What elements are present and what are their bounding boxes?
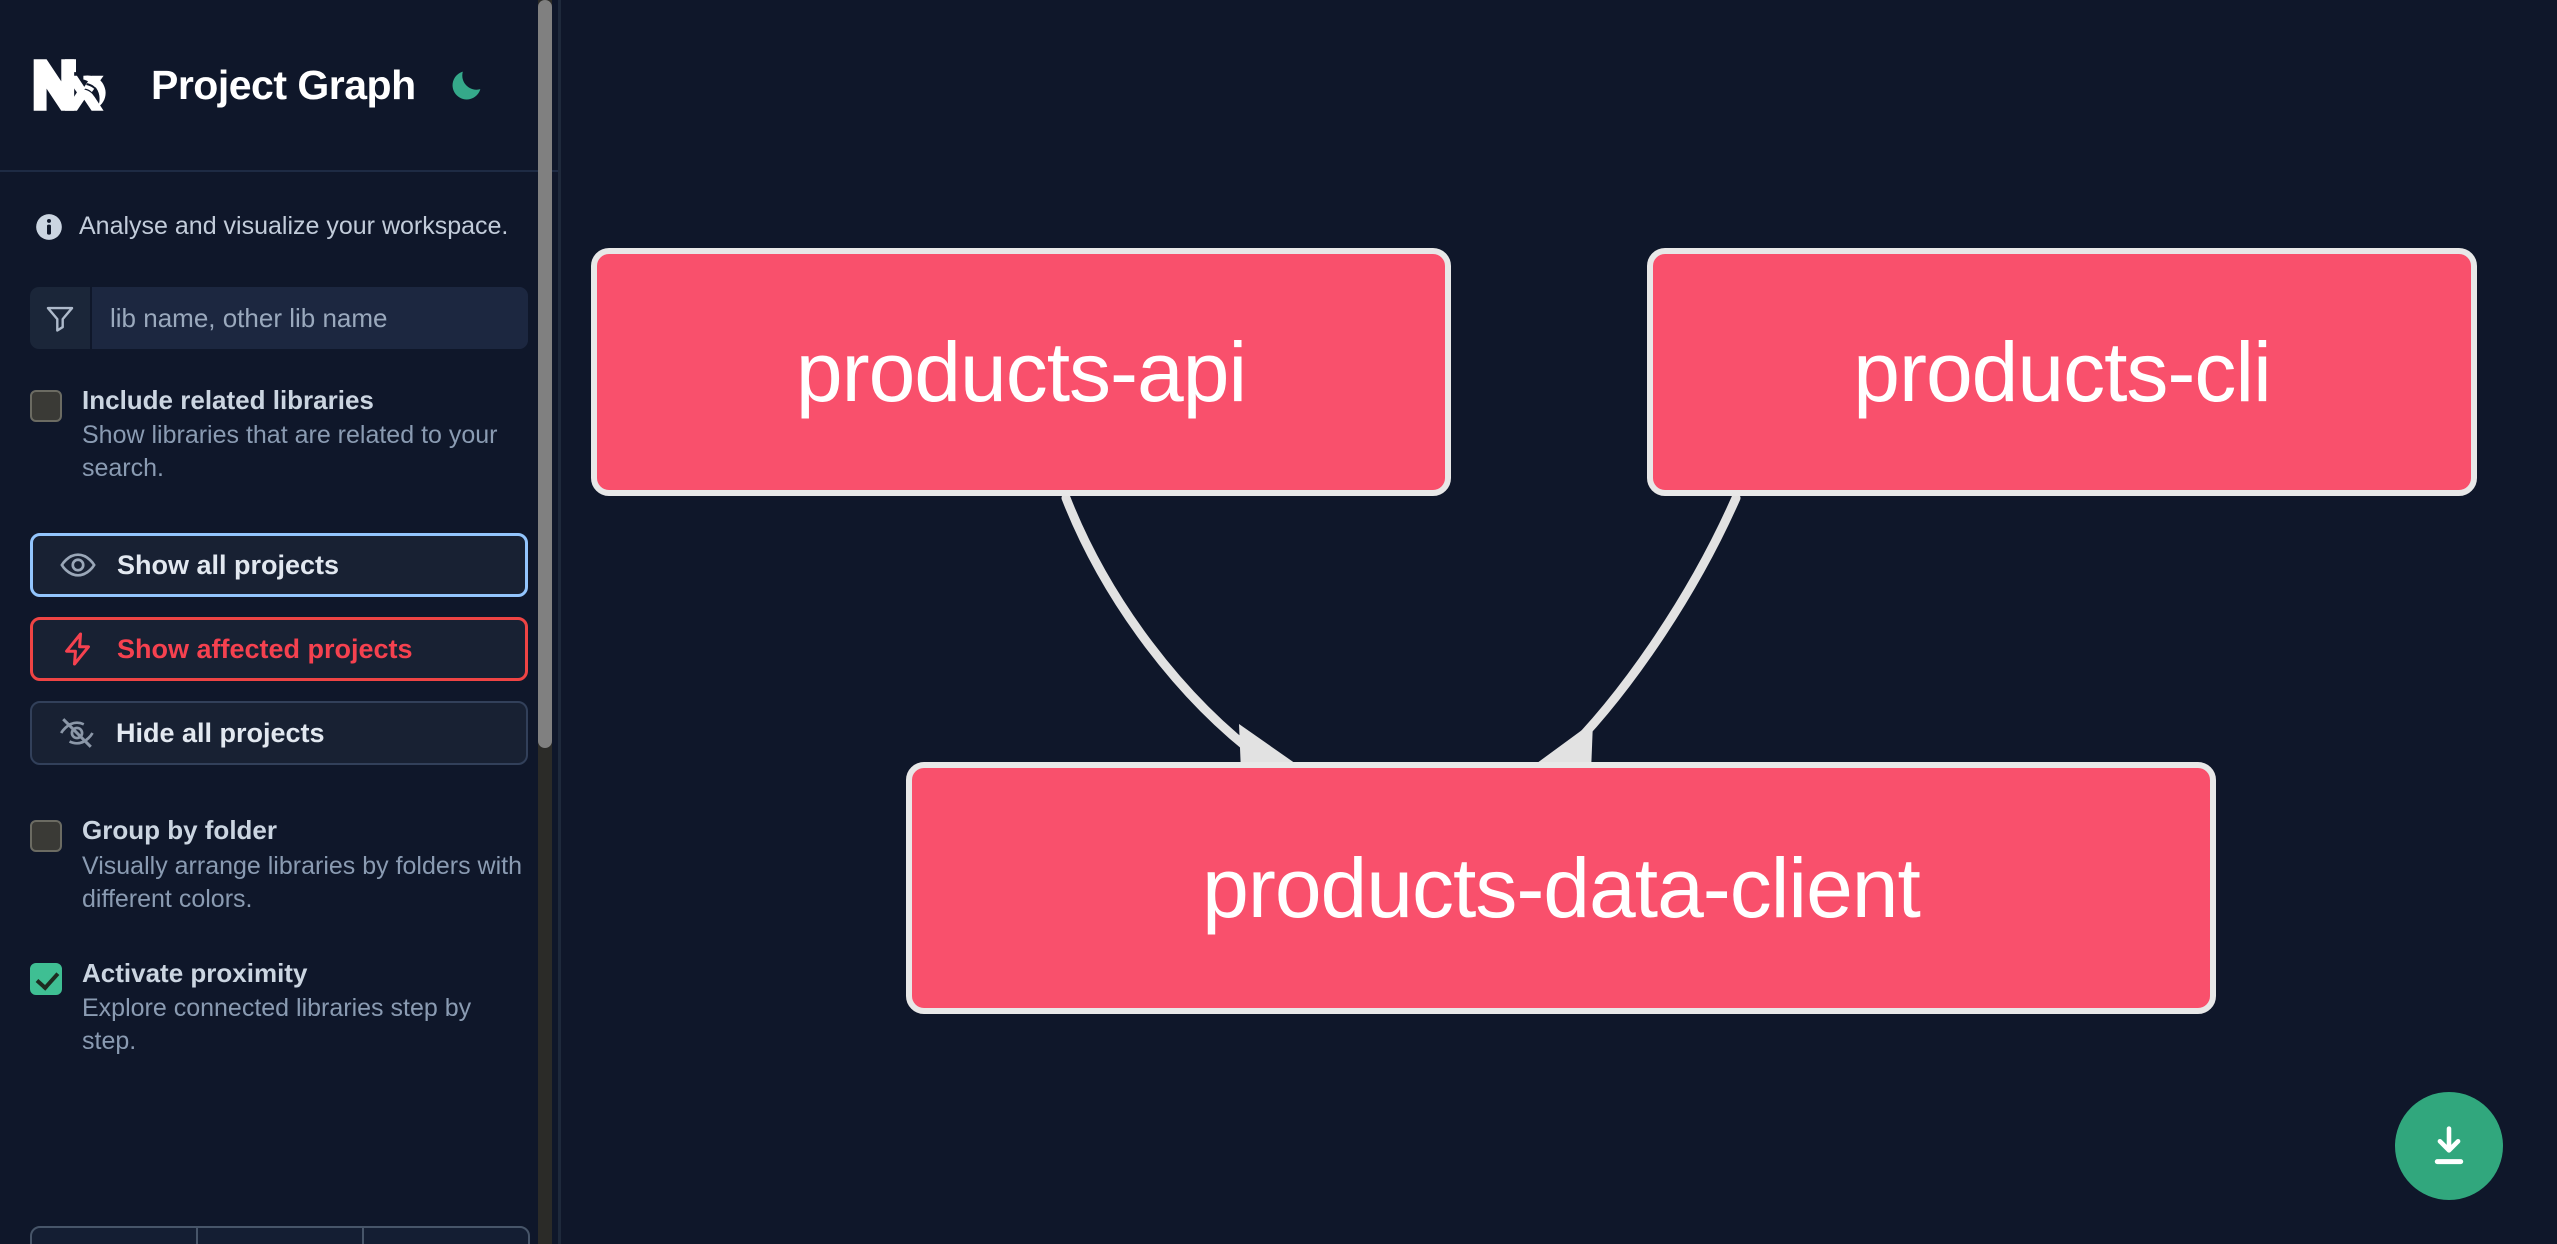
segment-option-1[interactable] <box>32 1228 198 1244</box>
show-affected-projects-label: Show affected projects <box>117 633 413 664</box>
checkbox-group-by-folder-description: Visually arrange libraries by folders wi… <box>82 851 523 913</box>
proximity-step-segmented-control[interactable] <box>30 1226 530 1244</box>
search-bar[interactable] <box>30 287 528 349</box>
edge-products-api-to-products-data-client <box>1061 493 1299 772</box>
show-affected-projects-button[interactable]: Show affected projects <box>30 617 528 682</box>
filter-funnel-icon <box>30 287 92 349</box>
graph-node-products-data-client[interactable]: products-data-client <box>906 762 2216 1014</box>
nx-logo-icon <box>33 59 106 111</box>
sidebar-header: Project Graph <box>0 0 558 172</box>
graph-node-products-api[interactable]: products-api <box>591 248 1451 496</box>
sidebar-body: Analyse and visualize your workspace. In… <box>0 172 558 1058</box>
checkbox-include-related-libraries-description: Show libraries that are related to your … <box>82 421 498 483</box>
checkbox-activate-proximity-box[interactable] <box>30 962 62 995</box>
edge-products-cli-to-products-data-client <box>1533 493 1741 772</box>
moon-icon[interactable] <box>446 64 488 106</box>
workspace-tagline: Analyse and visualize your workspace. <box>30 172 528 241</box>
sidebar: Project Graph Analyse and visualize your… <box>0 0 561 1244</box>
checkbox-group-by-folder-label: Group by folder <box>82 815 277 846</box>
hide-all-projects-button[interactable]: Hide all projects <box>30 701 528 766</box>
page-title: Project Graph <box>151 61 416 108</box>
download-button[interactable] <box>2395 1092 2503 1200</box>
sidebar-scrollbar-thumb[interactable] <box>538 0 552 748</box>
checkbox-activate-proximity-description: Explore connected libraries step by step… <box>82 993 472 1055</box>
project-visibility-buttons: Show all projects Show affected projects <box>30 533 528 766</box>
graph-node-products-cli[interactable]: products-cli <box>1647 248 2477 496</box>
info-icon <box>36 213 62 240</box>
segment-option-2[interactable] <box>198 1228 364 1244</box>
graph-node-products-cli-label: products-cli <box>1853 324 2271 419</box>
checkbox-include-related-libraries-label: Include related libraries <box>82 385 374 415</box>
graph-canvas[interactable]: products-api products-cli products-data-… <box>561 0 2557 1244</box>
segment-option-3[interactable] <box>364 1228 528 1244</box>
tagline-text: Analyse and visualize your workspace. <box>79 212 509 240</box>
eye-icon <box>59 546 99 584</box>
hide-all-projects-label: Hide all projects <box>116 717 325 748</box>
checkbox-activate-proximity[interactable]: Activate proximity Explore connected lib… <box>30 957 528 1058</box>
show-all-projects-label: Show all projects <box>117 549 340 580</box>
graph-node-products-data-client-label: products-data-client <box>1202 840 1921 935</box>
lightning-bolt-icon <box>59 630 99 668</box>
checkbox-include-related-libraries[interactable]: Include related libraries Show libraries… <box>30 385 528 485</box>
download-icon <box>2434 1126 2464 1165</box>
search-input[interactable] <box>92 287 528 349</box>
checkbox-group-by-folder[interactable]: Group by folder Visually arrange librari… <box>30 815 528 915</box>
graph-edges <box>1061 493 1741 772</box>
show-all-projects-button[interactable]: Show all projects <box>30 533 528 598</box>
eye-slash-icon <box>58 714 98 752</box>
checkbox-group-by-folder-box[interactable] <box>30 820 62 853</box>
checkbox-include-related-libraries-box[interactable] <box>30 390 62 422</box>
graph-node-products-api-label: products-api <box>795 324 1247 419</box>
checkbox-activate-proximity-label: Activate proximity <box>82 957 308 988</box>
